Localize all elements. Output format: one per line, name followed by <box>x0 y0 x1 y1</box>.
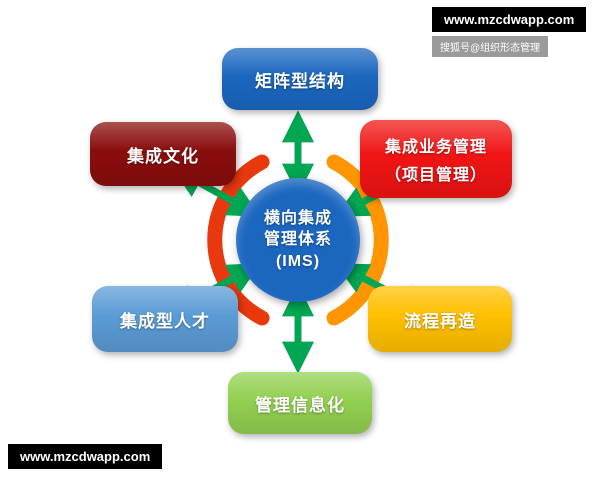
node-label: 集成业务管理 <box>384 139 487 156</box>
hub-line2: 管理体系 <box>263 231 332 249</box>
node-label: 管理信息化 <box>255 395 345 415</box>
node-label: 矩阵型结构 <box>255 71 345 91</box>
hub-ims-circle: 横向集成 管理体系 (IMS) <box>236 178 360 302</box>
node-sublabel: （项目管理） <box>384 167 487 184</box>
hub-line1: 横向集成 <box>263 209 332 227</box>
watermark-top-right-sub: 搜狐号@组织形态管理 <box>432 36 549 57</box>
node-label: 流程再造 <box>404 311 476 331</box>
node-integration-culture: 集成文化 <box>90 122 236 186</box>
watermark-bottom-left: www.mzcdwapp.com <box>8 444 163 469</box>
node-integrated-business-management: 集成业务管理 （项目管理） <box>360 120 512 198</box>
node-management-informatization: 管理信息化 <box>228 372 372 434</box>
node-label: 集成型人才 <box>120 311 210 331</box>
node-process-reengineering: 流程再造 <box>368 286 512 352</box>
node-matrix-structure: 矩阵型结构 <box>222 48 378 110</box>
hub-line3: (IMS) <box>275 252 321 270</box>
node-label: 集成文化 <box>127 146 199 166</box>
node-integrated-talent: 集成型人才 <box>92 286 238 352</box>
watermark-top-right: www.mzcdwapp.com <box>432 7 587 32</box>
